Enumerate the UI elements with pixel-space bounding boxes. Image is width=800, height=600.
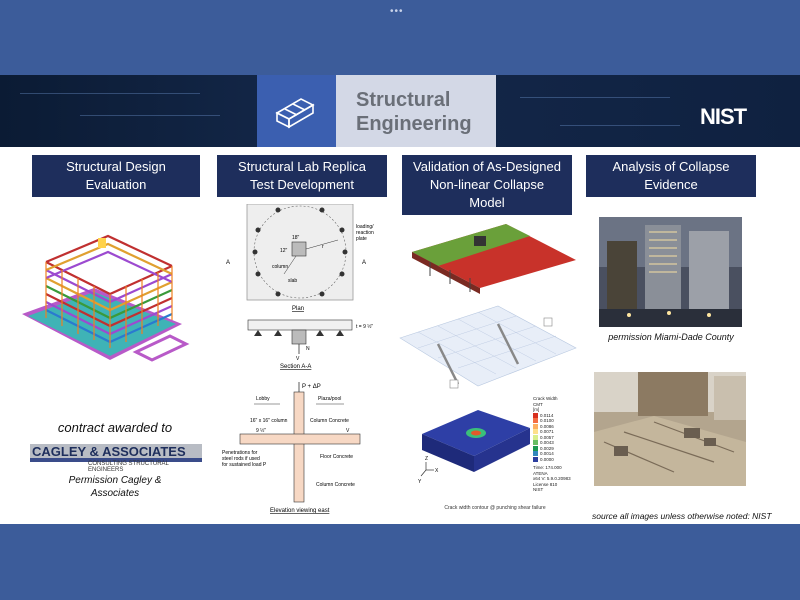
label-plaza: Plaza/pool bbox=[318, 396, 341, 402]
label-a-right: A bbox=[362, 260, 366, 266]
collapse-model-image bbox=[410, 222, 578, 300]
label-dim: 9 ½" bbox=[256, 427, 266, 434]
label-slab: slab bbox=[288, 278, 297, 284]
cagley-logo: CAGLEY & ASSOCIATES CONSULTING STRUCTURA… bbox=[30, 444, 202, 473]
plan-drawing: loading/ reaction plate 18" 12" column s… bbox=[220, 204, 390, 312]
label-column-concrete-top: Column Concrete bbox=[310, 418, 349, 424]
elevation-drawing: P + ΔP Lobby Plaza/pool Column Concrete … bbox=[220, 380, 390, 516]
legend-value: 0.0071 bbox=[540, 429, 554, 434]
label-lobby: Lobby bbox=[256, 396, 270, 402]
legend-value: 0.0000 bbox=[540, 456, 554, 462]
axis-y: Y bbox=[418, 479, 422, 485]
legend-row: 0.0071 bbox=[533, 429, 578, 435]
legend-row: 0.0000 bbox=[533, 457, 578, 463]
legend-swatch bbox=[533, 451, 538, 457]
label-t: t = 9 ½" bbox=[356, 323, 373, 330]
beam-icon bbox=[257, 75, 336, 147]
legend-swatch bbox=[533, 456, 538, 462]
label-r: r bbox=[322, 244, 324, 250]
legend-swatch bbox=[533, 429, 538, 435]
crack-width-contour-image: Z X Y bbox=[418, 396, 532, 490]
label-penetrations-1: Penetrations for bbox=[222, 450, 258, 456]
nist-logo: NIST bbox=[700, 104, 747, 129]
axis-z: Z bbox=[425, 456, 428, 462]
bottom-bar bbox=[0, 524, 800, 600]
menu-dots[interactable]: ••• bbox=[390, 6, 404, 17]
collapse-debris-photo bbox=[594, 372, 746, 486]
legend-row: 0.0100 bbox=[533, 418, 578, 424]
section-title: Structural Engineering bbox=[336, 75, 496, 147]
source-note: source all images unless otherwise noted… bbox=[592, 511, 772, 521]
label-column-concrete-bottom: Column Concrete bbox=[316, 482, 355, 488]
label-n: N bbox=[306, 346, 310, 352]
legend-value: 0.0014 bbox=[540, 451, 554, 456]
axis-x: X bbox=[435, 468, 439, 474]
legend-row: 0.0114 bbox=[533, 413, 578, 419]
legend-row: 0.0029 bbox=[533, 446, 578, 452]
label-column: column bbox=[272, 264, 288, 270]
label-column-size: 16" x 16" column bbox=[250, 418, 288, 424]
top-bar: ••• bbox=[0, 0, 800, 75]
legend-swatch bbox=[533, 445, 538, 451]
building-model-image bbox=[20, 232, 205, 382]
contract-text: contract awarded to bbox=[57, 420, 173, 435]
permission-cagley: Permission Cagley & Associates bbox=[68, 475, 162, 499]
title-line-1: Structural bbox=[356, 89, 451, 111]
label-loading: loading/ bbox=[356, 224, 374, 230]
contour-caption: Crack width contour @ punching shear fai… bbox=[444, 505, 546, 511]
plan-title: Plan bbox=[292, 306, 304, 312]
legend-value: 0.0086 bbox=[540, 423, 554, 429]
legend-swatch bbox=[533, 440, 538, 446]
legend-row: 0.0086 bbox=[533, 424, 578, 430]
permission-miami: permission Miami-Dade County bbox=[608, 332, 734, 342]
label-floor-concrete: Floor Concrete bbox=[320, 454, 353, 460]
label-reaction: reaction bbox=[356, 230, 374, 236]
legend-swatch bbox=[533, 412, 538, 418]
elevation-title: Elevation viewing east bbox=[270, 508, 330, 514]
legend-value: 0.0057 bbox=[540, 434, 554, 440]
heading-structural-design: Structural Design Evaluation bbox=[32, 155, 200, 197]
legend-row: 0.0014 bbox=[533, 451, 578, 457]
label-12: 12" bbox=[280, 248, 288, 254]
legend-value: 0.0114 bbox=[540, 412, 554, 418]
heading-collapse-evidence: Analysis of Collapse Evidence bbox=[586, 155, 756, 197]
label-v-elev: V bbox=[346, 428, 350, 434]
company-name: CAGLEY & ASSOCIATES bbox=[32, 444, 186, 459]
label-load: P + ΔP bbox=[302, 384, 321, 390]
label-plate: plate bbox=[356, 236, 367, 242]
legend-swatch bbox=[533, 423, 538, 429]
legend-swatch bbox=[533, 434, 538, 440]
label-a-left: A bbox=[226, 260, 230, 266]
legend-row: 0.0043 bbox=[533, 440, 578, 446]
legend-value: 0.0043 bbox=[540, 440, 554, 445]
heading-lab-replica: Structural Lab Replica Test Development bbox=[217, 155, 387, 197]
heading-validation: Validation of As-Designed Non-linear Col… bbox=[402, 155, 572, 215]
section-title: Section A-A bbox=[280, 364, 311, 370]
section-drawing: t = 9 ½" N V Section A-A bbox=[220, 314, 390, 370]
label-18: 18" bbox=[292, 235, 300, 241]
legend-value: 0.0100 bbox=[540, 418, 554, 423]
rebar-model-image bbox=[398, 304, 578, 390]
legend-value: 0.0029 bbox=[540, 445, 554, 451]
legend-row: 0.0057 bbox=[533, 435, 578, 441]
label-penetrations-2: steel rods if used bbox=[222, 456, 260, 462]
title-line-2: Engineering bbox=[356, 113, 472, 135]
company-tagline: CONSULTING STRUCTURAL ENGINEERS bbox=[88, 461, 169, 473]
label-v: V bbox=[296, 356, 300, 362]
miami-building-photo bbox=[599, 217, 742, 327]
legend-swatch bbox=[533, 418, 538, 424]
label-penetrations-3: for sustained load P bbox=[222, 462, 267, 468]
